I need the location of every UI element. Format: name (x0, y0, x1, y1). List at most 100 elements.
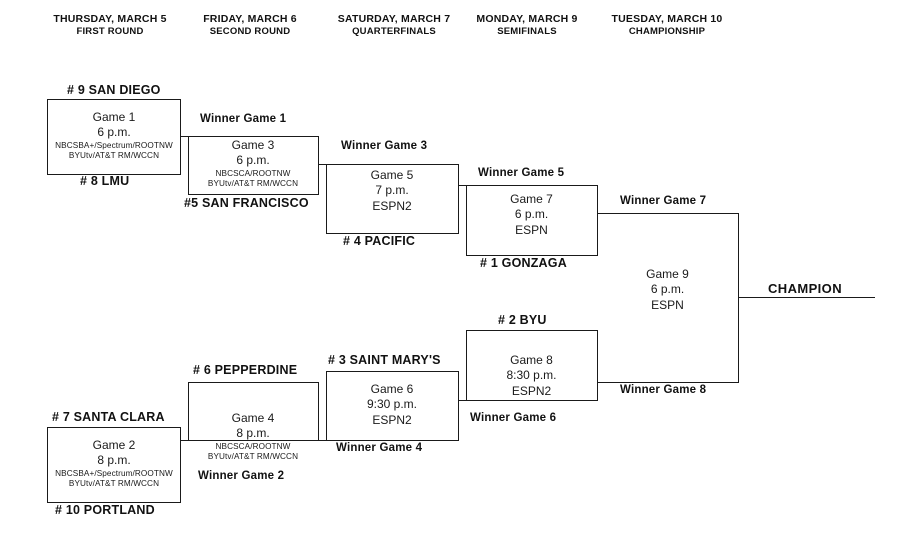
game-title: Game 5 (370, 168, 414, 182)
game8-bottom-label: Winner Game 6 (470, 412, 557, 424)
game-network: BYUtv/AT&T RM/WCCN (207, 179, 299, 189)
game-network: ESPN (515, 222, 548, 237)
game3-bottom-seed: #5 SAN FRANCISCO (184, 196, 309, 210)
game1-bottom-seed: # 8 LMU (80, 174, 130, 188)
game-network: NBCSBA+/Spectrum/ROOTNW (55, 140, 173, 150)
game-title: Game 4 (231, 411, 275, 425)
game4-info: Game 4 8 p.m. NBCSCA/ROOTNW BYUtv/AT&T R… (180, 411, 326, 463)
game-title: Game 2 (92, 438, 136, 452)
game8-top-seed: # 2 BYU (498, 313, 547, 327)
game8-right-edge (597, 330, 598, 401)
game5-info: Game 5 7 p.m. ESPN2 (326, 168, 458, 214)
game7-right-edge (597, 185, 598, 256)
game-time: 6 p.m. (97, 125, 131, 140)
game5-top-rail (326, 164, 458, 165)
game4-bottom-label: Winner Game 2 (198, 470, 285, 482)
round-header-date: THURSDAY, MARCH 5 (53, 13, 167, 25)
game-network: BYUtv/AT&T RM/WCCN (68, 151, 160, 161)
game9-bottom-rail (597, 382, 738, 383)
game-network: NBCSCA/ROOTNW (215, 168, 291, 178)
round-header-name: SECOND ROUND (209, 26, 291, 38)
game9-top-label: Winner Game 7 (620, 195, 707, 207)
game4-left-edge (188, 382, 189, 441)
round-header-date: TUESDAY, MARCH 10 (611, 13, 723, 25)
game3-left-edge (188, 136, 189, 195)
game1-to-game3-connector (180, 136, 188, 137)
game4-top-rail (188, 382, 318, 383)
game2-right-edge (180, 427, 181, 503)
game3-to-game5-connector (318, 164, 326, 165)
round-header-date: SATURDAY, MARCH 7 (337, 13, 451, 25)
game6-left-edge (326, 371, 327, 441)
game6-info: Game 6 9:30 p.m. ESPN2 (326, 382, 458, 428)
game7-left-edge (466, 185, 467, 256)
game9-top-rail (597, 213, 738, 214)
game7-bottom-rail (466, 255, 597, 256)
game-time: 7 p.m. (375, 183, 409, 198)
game1-bottom-rail (47, 174, 180, 175)
game3-info: Game 3 6 p.m. NBCSCA/ROOTNW BYUtv/AT&T R… (180, 138, 326, 190)
game8-bottom-rail (466, 400, 597, 401)
round-header-name: FIRST ROUND (76, 26, 144, 38)
game5-bottom-rail (326, 233, 458, 234)
game-time: 6 p.m. (514, 207, 549, 222)
game-title: Game 1 (92, 110, 136, 124)
game5-right-edge (458, 164, 459, 234)
game-title: Game 9 (646, 267, 689, 281)
game2-info: Game 2 8 p.m. NBCSBA+/Spectrum/ROOTNW BY… (38, 438, 190, 490)
round-header-date: FRIDAY, MARCH 6 (203, 13, 297, 25)
game-network: ESPN2 (372, 198, 412, 213)
champion-rail (738, 297, 875, 298)
game4-bottom-rail (188, 440, 318, 441)
round-header-name: SEMIFINALS (497, 26, 557, 38)
game2-bottom-rail (47, 502, 180, 503)
game1-left-edge (47, 99, 48, 175)
game5-bottom-seed: # 4 PACIFIC (343, 234, 416, 248)
game6-top-seed: # 3 SAINT MARY'S (328, 353, 441, 367)
game7-info: Game 7 6 p.m. ESPN (466, 192, 597, 238)
game-network: BYUtv/AT&T RM/WCCN (207, 452, 299, 462)
game7-top-label: Winner Game 5 (478, 167, 565, 179)
round-header-name: QUARTERFINALS (352, 26, 436, 38)
game-time: 6 p.m. (650, 282, 685, 297)
game-network: NBCSBA+/Spectrum/ROOTNW (55, 468, 173, 478)
game8-left-edge (466, 330, 467, 401)
game5-left-edge (326, 164, 327, 234)
game2-left-edge (47, 427, 48, 503)
champion-label: CHAMPION (768, 281, 842, 296)
game-title: Game 6 (370, 382, 414, 396)
round-header-second-round: FRIDAY, MARCH 6 SECOND ROUND (170, 12, 330, 39)
game-network: ESPN (651, 297, 684, 312)
game3-bottom-rail (188, 194, 318, 195)
game3-top-rail (188, 136, 318, 137)
game-network: ESPN2 (372, 412, 412, 427)
game-network: NBCSCA/ROOTNW (215, 441, 291, 451)
game5-to-game7-connector (458, 185, 466, 186)
game-title: Game 7 (510, 192, 553, 206)
game1-info: Game 1 6 p.m. NBCSBA+/Spectrum/ROOTNW BY… (38, 110, 190, 162)
game9-right-edge (738, 213, 739, 383)
game3-right-edge (318, 136, 319, 195)
game9-bottom-label: Winner Game 8 (620, 384, 707, 396)
game7-bottom-seed: # 1 GONZAGA (480, 256, 567, 270)
game3-top-label: Winner Game 1 (200, 113, 287, 125)
round-header-date: MONDAY, MARCH 9 (476, 13, 578, 25)
game-time: 8 p.m. (236, 426, 270, 441)
game-network: BYUtv/AT&T RM/WCCN (68, 479, 160, 489)
game-time: 8 p.m. (97, 453, 131, 468)
game8-top-rail (466, 330, 597, 331)
game2-bottom-seed: # 10 PORTLAND (55, 503, 155, 517)
game6-right-edge (458, 371, 459, 441)
game2-to-game4-connector (180, 440, 188, 441)
game-title: Game 8 (510, 353, 553, 367)
game2-top-seed: # 7 SANTA CLARA (52, 410, 165, 424)
game6-bottom-label: Winner Game 4 (336, 442, 423, 454)
round-header-championship: TUESDAY, MARCH 10 CHAMPIONSHIP (583, 12, 751, 39)
game2-top-rail (47, 427, 180, 428)
game1-right-edge (180, 99, 181, 175)
round-header-semifinals: MONDAY, MARCH 9 SEMIFINALS (447, 12, 607, 39)
round-header-first-round: THURSDAY, MARCH 5 FIRST ROUND (30, 12, 190, 39)
game4-right-edge (318, 382, 319, 441)
game7-top-rail (466, 185, 597, 186)
